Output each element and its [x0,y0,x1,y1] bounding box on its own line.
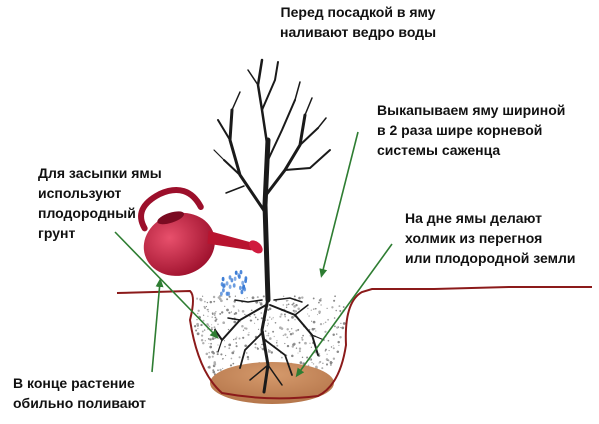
label-mound: На дне ямы делают холмик из перегноя или… [405,210,576,266]
label-before-planting: Перед посадкой в яму наливают ведро воды [280,4,437,40]
label-dig-pit: Выкапываем яму шириной в 2 раза шире кор… [377,102,566,158]
watering-can-icon [138,187,263,276]
arrow-left-bottom [151,278,164,373]
arrow-left-top [114,231,219,339]
arrow-right-mid [295,243,393,378]
ground-line [116,286,592,400]
label-final-watering: В конце растение обильно поливают [13,375,147,411]
water-drops [220,270,248,296]
tree-seedling [213,58,331,303]
tree-roots [214,296,325,394]
arrow-top [319,131,359,278]
label-backfill-soil: Для засыпки ямы используют плодородный г… [38,165,162,241]
